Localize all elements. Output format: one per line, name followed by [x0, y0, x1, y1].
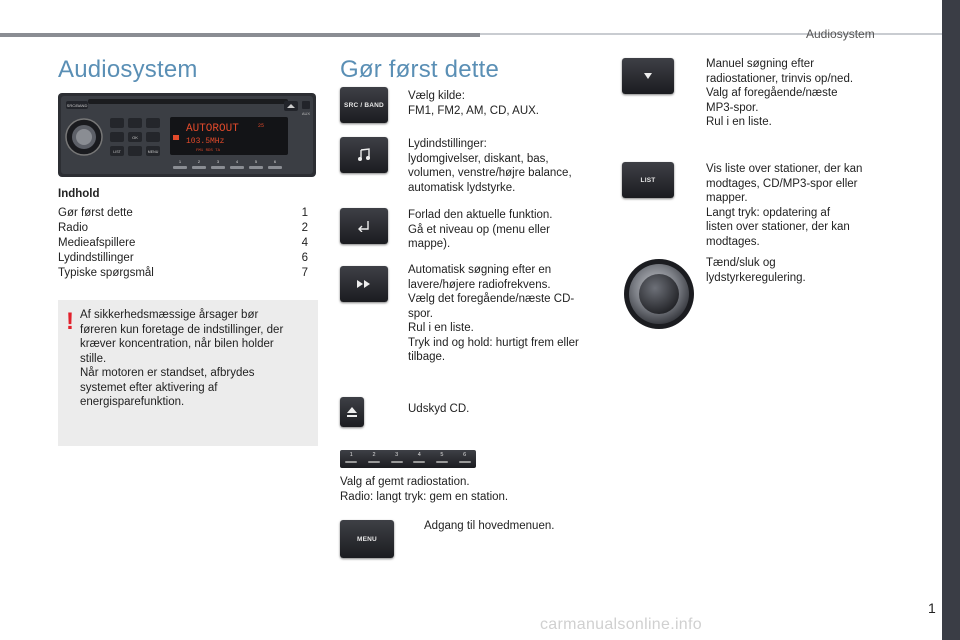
eject-icon — [347, 407, 357, 417]
header-bar — [0, 33, 480, 37]
back-button — [340, 208, 388, 244]
radio-preset-key — [230, 166, 244, 169]
toc-page: 6 — [301, 252, 308, 264]
toc-page: 7 — [301, 267, 308, 279]
down-triangle-icon — [644, 73, 652, 79]
src-band-description: Vælg kilde: FM1, FM2, AM, CD, AUX. — [408, 90, 539, 117]
preset-button: 4 — [411, 450, 427, 463]
toc-label: Typiske spørgsmål — [58, 267, 154, 279]
header-bar-thin — [480, 33, 942, 35]
toc-label: Medieafspillere — [58, 237, 136, 249]
toc-page: 1 — [301, 207, 308, 219]
eject-button — [340, 397, 364, 427]
back-description: Forlad den aktuelle funktion. Gå et nive… — [408, 209, 553, 250]
toc-page: 2 — [301, 222, 308, 234]
sound-settings-description: Lydindstillinger: lydomgivelser, diskant… — [408, 138, 572, 194]
side-strip — [942, 0, 960, 640]
menu-button: MENU — [340, 520, 394, 558]
radio-preset-label: 3 — [217, 159, 220, 164]
radio-aux-label: AUX — [302, 111, 311, 116]
toc-row[interactable]: Lydindstillinger 6 — [58, 251, 308, 266]
down-button — [622, 58, 674, 94]
toc-row[interactable]: Gør først dette 1 — [58, 206, 308, 221]
warning-icon: ! — [66, 308, 74, 335]
knob-description: Tænd/sluk og lydstyrkeregulering. — [706, 257, 806, 284]
radio-ok-label: OK — [132, 135, 138, 140]
list-button: LIST — [622, 162, 674, 198]
radio-illustration: SRC/BAND AUX LIST OK MENU AUTOROUT 25 10… — [58, 93, 316, 177]
sound-settings-button — [340, 137, 388, 173]
radio-preset-label: 5 — [255, 159, 258, 164]
toc-row[interactable]: Typiske spørgsmål 7 — [58, 266, 308, 281]
toc-label: Radio — [58, 222, 89, 234]
section-title: Gør først dette — [340, 56, 500, 83]
toc-label: Lydindstillinger — [58, 252, 134, 264]
eject-description: Udskyd CD. — [408, 403, 470, 415]
menu-description: Adgang til hovedmenuen. — [424, 520, 555, 532]
preset-button: 2 — [366, 450, 382, 463]
radio-preset-label: 6 — [274, 159, 277, 164]
page-title: Audiosystem — [58, 56, 198, 83]
src-band-button: SRC / BAND — [340, 87, 388, 123]
radio-display-text: AUTOROUT — [186, 123, 239, 135]
toc-page: 4 — [301, 237, 308, 249]
radio-preset-label: 1 — [179, 159, 182, 164]
radio-menu-label: MENU — [148, 150, 159, 154]
page-number: 1 — [928, 600, 936, 616]
radio-display-right: 25 — [258, 123, 264, 129]
toc-row[interactable]: Radio 2 — [58, 221, 308, 236]
radio-display-sub: FM1 RDS TA — [196, 149, 221, 153]
radio-preset-key — [192, 166, 206, 169]
radio-preset-label: 4 — [236, 159, 239, 164]
radio-preset-key — [249, 166, 263, 169]
table-of-contents: Gør først dette 1 Radio 2 Medieafspillere 4… — [58, 206, 308, 281]
list-description: Vis liste over stationer, der kan modtag… — [706, 163, 863, 248]
presets-description: Valg af gemt radiostation. Radio: langt … — [340, 476, 509, 503]
seek-description: Automatisk søgning efter en lavere/højer… — [408, 264, 579, 363]
section-header: Audiosystem — [806, 27, 875, 41]
toc-heading: Indhold — [58, 188, 100, 200]
radio-preset-key — [211, 166, 225, 169]
down-description: Manuel søgning efter radiostationer, tri… — [706, 58, 854, 128]
safety-warning-box: ! Af sikkerhedsmæssige årsager bør fører… — [58, 300, 318, 446]
seek-button — [340, 266, 388, 302]
music-note-icon — [358, 148, 370, 161]
preset-button: 6 — [457, 450, 473, 463]
preset-buttons-strip: 1 2 3 4 5 6 — [340, 450, 476, 468]
toc-row[interactable]: Medieafspillere 4 — [58, 236, 308, 251]
radio-preset-key — [268, 166, 282, 169]
radio-preset-label: 2 — [198, 159, 201, 164]
radio-preset-key — [173, 166, 187, 169]
radio-src-label: SRC/BAND — [67, 103, 88, 108]
fast-forward-icon — [357, 280, 370, 288]
warning-text: Af sikkerhedsmæssige årsager bør føreren… — [80, 309, 284, 408]
radio-display-freq: 103.5MHz — [186, 137, 225, 146]
preset-button: 5 — [434, 450, 450, 463]
toc-label: Gør først dette — [58, 207, 133, 219]
watermark: carmanualsonline.info — [540, 616, 702, 633]
back-arrow-icon — [358, 221, 369, 232]
volume-knob-icon — [624, 259, 694, 329]
radio-list-label: LIST — [113, 150, 121, 154]
preset-button: 3 — [389, 450, 405, 463]
preset-button: 1 — [343, 450, 359, 463]
